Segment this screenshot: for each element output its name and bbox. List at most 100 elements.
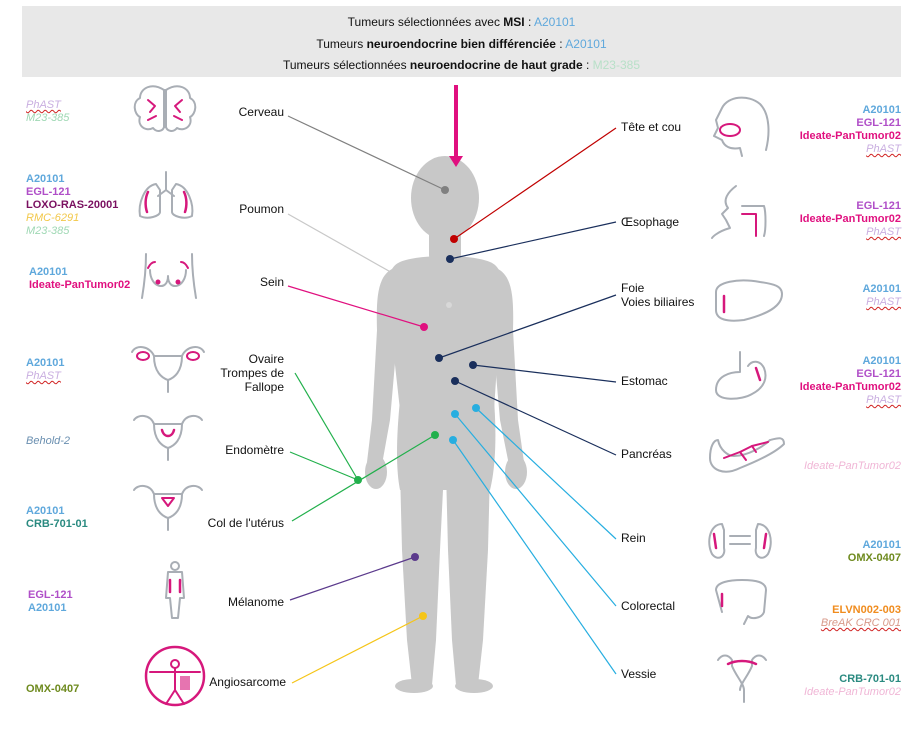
dot-tete — [450, 235, 458, 243]
connector-col — [291, 434, 436, 522]
connector-foie — [438, 294, 617, 359]
trials-col: A20101 CRB-701-01 — [26, 505, 88, 531]
trial-name: A20101 — [862, 104, 901, 116]
skin-body-icon — [165, 561, 185, 619]
trial-name: CRB-701-01 — [26, 518, 88, 530]
connector-oesophage — [449, 221, 617, 260]
uterus-cervix-icon — [133, 484, 203, 531]
trial-name: Behold-2 — [26, 435, 71, 447]
header-sep: : — [582, 58, 593, 72]
trials-ovaire: A20101 PhAST — [26, 357, 65, 383]
dot-ovaire-endometre — [354, 476, 362, 484]
kidney-icon — [708, 523, 772, 559]
trial-name: PhAST — [866, 296, 901, 308]
connector-rein — [475, 407, 617, 540]
label-ovaire-1: Ovaire — [249, 352, 285, 366]
connector-tete — [453, 127, 617, 240]
label-ovaire-3: Fallope — [245, 380, 285, 394]
trial-name: CRB-701-01 — [839, 673, 901, 685]
dot-cerveau — [441, 186, 449, 194]
top-arrow — [449, 85, 463, 167]
header-value: M23-385 — [592, 58, 641, 72]
connector-cerveau — [287, 115, 446, 191]
trial-name: A20101 — [29, 266, 68, 278]
header-sep: : — [524, 15, 534, 29]
label-col: Col de l'utérus — [208, 516, 284, 530]
head-neck-icon — [713, 96, 770, 157]
trials-poumon: A20101 EGL-121 LOXO-RAS-20001 RMC-6291 M… — [26, 173, 118, 238]
dot-colorectal — [451, 410, 459, 418]
label-cerveau: Cerveau — [239, 105, 284, 119]
connector-angiosarcome — [291, 615, 424, 684]
trial-name: A20101 — [862, 539, 901, 551]
trial-name: EGL-121 — [856, 117, 901, 129]
label-foie-2: Voies biliaires — [621, 295, 694, 309]
connector-dots — [354, 186, 480, 620]
dot-oesophage — [446, 255, 454, 263]
colon-icon — [715, 579, 767, 625]
trials-rein: A20101 OMX-0407 — [848, 539, 901, 565]
header-bold: neuroendocrine de haut grade — [409, 58, 583, 72]
header-sep: : — [555, 37, 566, 51]
trials-estomac: A20101 EGL-121 Ideate-PanTumor02 PhAST — [800, 355, 901, 407]
uterus-endometrium-icon — [133, 414, 203, 461]
header-line-msi: Tumeurs sélectionnées avec MSI : A20101 — [22, 14, 901, 30]
trial-name: OMX-0407 — [847, 552, 901, 564]
trial-name: A20101 — [26, 173, 65, 185]
dot-estomac — [469, 361, 477, 369]
pancreas-icon — [709, 437, 785, 473]
trial-name: PhAST — [26, 99, 61, 111]
trial-name: PhAST — [26, 370, 61, 382]
header-value: A20101 — [533, 15, 576, 29]
trials-pancreas: Ideate-PanTumor02 — [804, 460, 901, 473]
dot-foie — [435, 354, 443, 362]
connector-ovaire — [294, 372, 359, 481]
trial-name: A20101 — [26, 505, 65, 517]
trial-name: M23-385 — [26, 225, 70, 237]
trial-name: Ideate-PanTumor02 — [803, 460, 901, 472]
connector-colorectal — [454, 413, 617, 607]
lungs-icon — [138, 171, 194, 219]
trials-melanome: EGL-121 A20101 — [28, 589, 73, 615]
label-foie-1: Foie — [621, 281, 645, 295]
header-bold: MSI — [503, 15, 525, 29]
trial-name: Ideate-PanTumor02 — [803, 686, 901, 698]
trial-name: PhAST — [866, 226, 901, 238]
trial-name: Ideate-PanTumor02 — [799, 213, 901, 225]
trial-name: A20101 — [862, 355, 901, 367]
trials-angiosarcome: OMX-0407 — [26, 683, 79, 696]
trials-colorectal: ELVN002-003 BreAK CRC 001 — [821, 604, 901, 630]
human-body-silhouette — [365, 156, 527, 693]
trial-name: M23-385 — [26, 112, 70, 124]
header-text: Tumeurs sélectionnées avec — [347, 15, 504, 29]
header-text: Tumeurs sélectionnées — [282, 58, 410, 72]
left-organ-labels: Cerveau Poumon Sein Ovaire Trompes de Fa… — [208, 105, 287, 689]
label-pancreas: Pancréas — [621, 447, 672, 461]
trials-cerveau: PhAST M23-385 — [26, 99, 69, 125]
trial-name: ELVN002-003 — [832, 604, 901, 616]
dot-col — [431, 431, 439, 439]
trial-name: PhAST — [866, 394, 901, 406]
connector-estomac — [472, 364, 617, 383]
uterus-ovary-icon — [131, 346, 205, 393]
header-line-nec: Tumeurs sélectionnées neuroendocrine de … — [22, 57, 901, 73]
trial-name: BreAK CRC 001 — [820, 617, 901, 629]
brain-icon — [133, 85, 197, 132]
trial-name: A20101 — [26, 357, 65, 369]
header-value: A20101 — [565, 37, 607, 51]
trials-endometre: Behold-2 — [26, 435, 70, 448]
bladder-icon — [717, 654, 767, 703]
header-banner: Tumeurs sélectionnées avec MSI : A20101 … — [22, 6, 901, 77]
trial-name: RMC-6291 — [26, 212, 80, 224]
trials-oesophage: EGL-121 Ideate-PanTumor02 PhAST — [800, 200, 901, 239]
label-estomac: Estomac — [621, 374, 668, 388]
trial-name: EGL-121 — [26, 186, 71, 198]
trial-name: EGL-121 — [856, 200, 901, 212]
header-line-net: Tumeurs neuroendocrine bien différenciée… — [22, 36, 901, 52]
header-text: Tumeurs — [316, 37, 367, 51]
trial-name: PhAST — [866, 143, 901, 155]
dot-angiosarcome — [419, 612, 427, 620]
label-poumon: Poumon — [239, 202, 284, 216]
stomach-icon — [715, 351, 767, 400]
